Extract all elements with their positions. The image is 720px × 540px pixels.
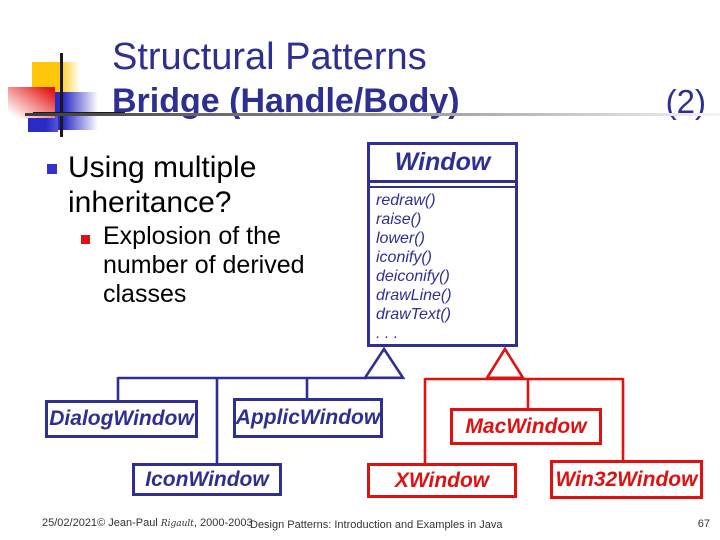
footer-author-name: Rigault xyxy=(160,519,194,529)
uml-class-macwindow: MacWindow xyxy=(450,408,602,445)
footer-page-number: 67 xyxy=(697,518,710,530)
uml-class-win32window: Win32Window xyxy=(550,460,703,499)
uml-method: deiconify() xyxy=(376,268,450,285)
logo-blue-small-square xyxy=(28,114,58,132)
footer-date: 25/02/2021 xyxy=(42,517,98,529)
header-divider xyxy=(25,113,720,116)
uml-method: drawText() xyxy=(376,306,451,323)
footer-book-title: Design Patterns: Introduction and Exampl… xyxy=(250,519,503,531)
bullet-square-red xyxy=(81,235,90,244)
uml-class-dialogwindow: DialogWindow xyxy=(45,400,198,438)
slide-subtitle: Bridge (Handle/Body) xyxy=(112,82,460,120)
bullet-square-blue xyxy=(47,164,57,174)
uml-class-xwindow: XWindow xyxy=(367,463,517,498)
uml-class-iconwindow: IconWindow xyxy=(132,463,282,496)
uml-class-window-name: Window xyxy=(370,145,515,183)
uml-class-window: Window redraw() raise() lower() iconify(… xyxy=(367,142,518,347)
inheritance-connectors xyxy=(116,346,625,464)
uml-method: raise() xyxy=(376,211,422,228)
bullet-level2-text: Explosion of the number of derived class… xyxy=(103,222,305,308)
uml-compartment-separator xyxy=(370,186,515,188)
uml-method: redraw() xyxy=(376,192,436,209)
bullet-level1-text: Using multiple inheritance? xyxy=(68,151,257,219)
logo-vertical-line xyxy=(60,53,63,137)
red-generalization-triangle-icon xyxy=(484,346,526,380)
uml-class-applicwindow: ApplicWindow xyxy=(233,398,383,438)
uml-method: drawLine() xyxy=(376,287,452,304)
navy-connector-lines xyxy=(116,376,366,464)
navy-generalization-triangle-icon xyxy=(362,346,406,380)
uml-class-window-methods: redraw() raise() lower() iconify() deico… xyxy=(370,188,515,343)
slide-part-number: (2) xyxy=(665,83,706,120)
footer-copyright: 25/02/2021© Jean-Paul Rigault, 2000-2003 xyxy=(42,517,253,529)
slide-title: Structural Patterns xyxy=(112,36,427,78)
footer-years: , 2000-2003 xyxy=(193,517,253,529)
uml-method: lower() xyxy=(376,230,425,247)
uml-method: iconify() xyxy=(376,249,433,266)
uml-method: . . . xyxy=(376,325,399,342)
footer-author: © Jean-Paul xyxy=(97,517,161,529)
